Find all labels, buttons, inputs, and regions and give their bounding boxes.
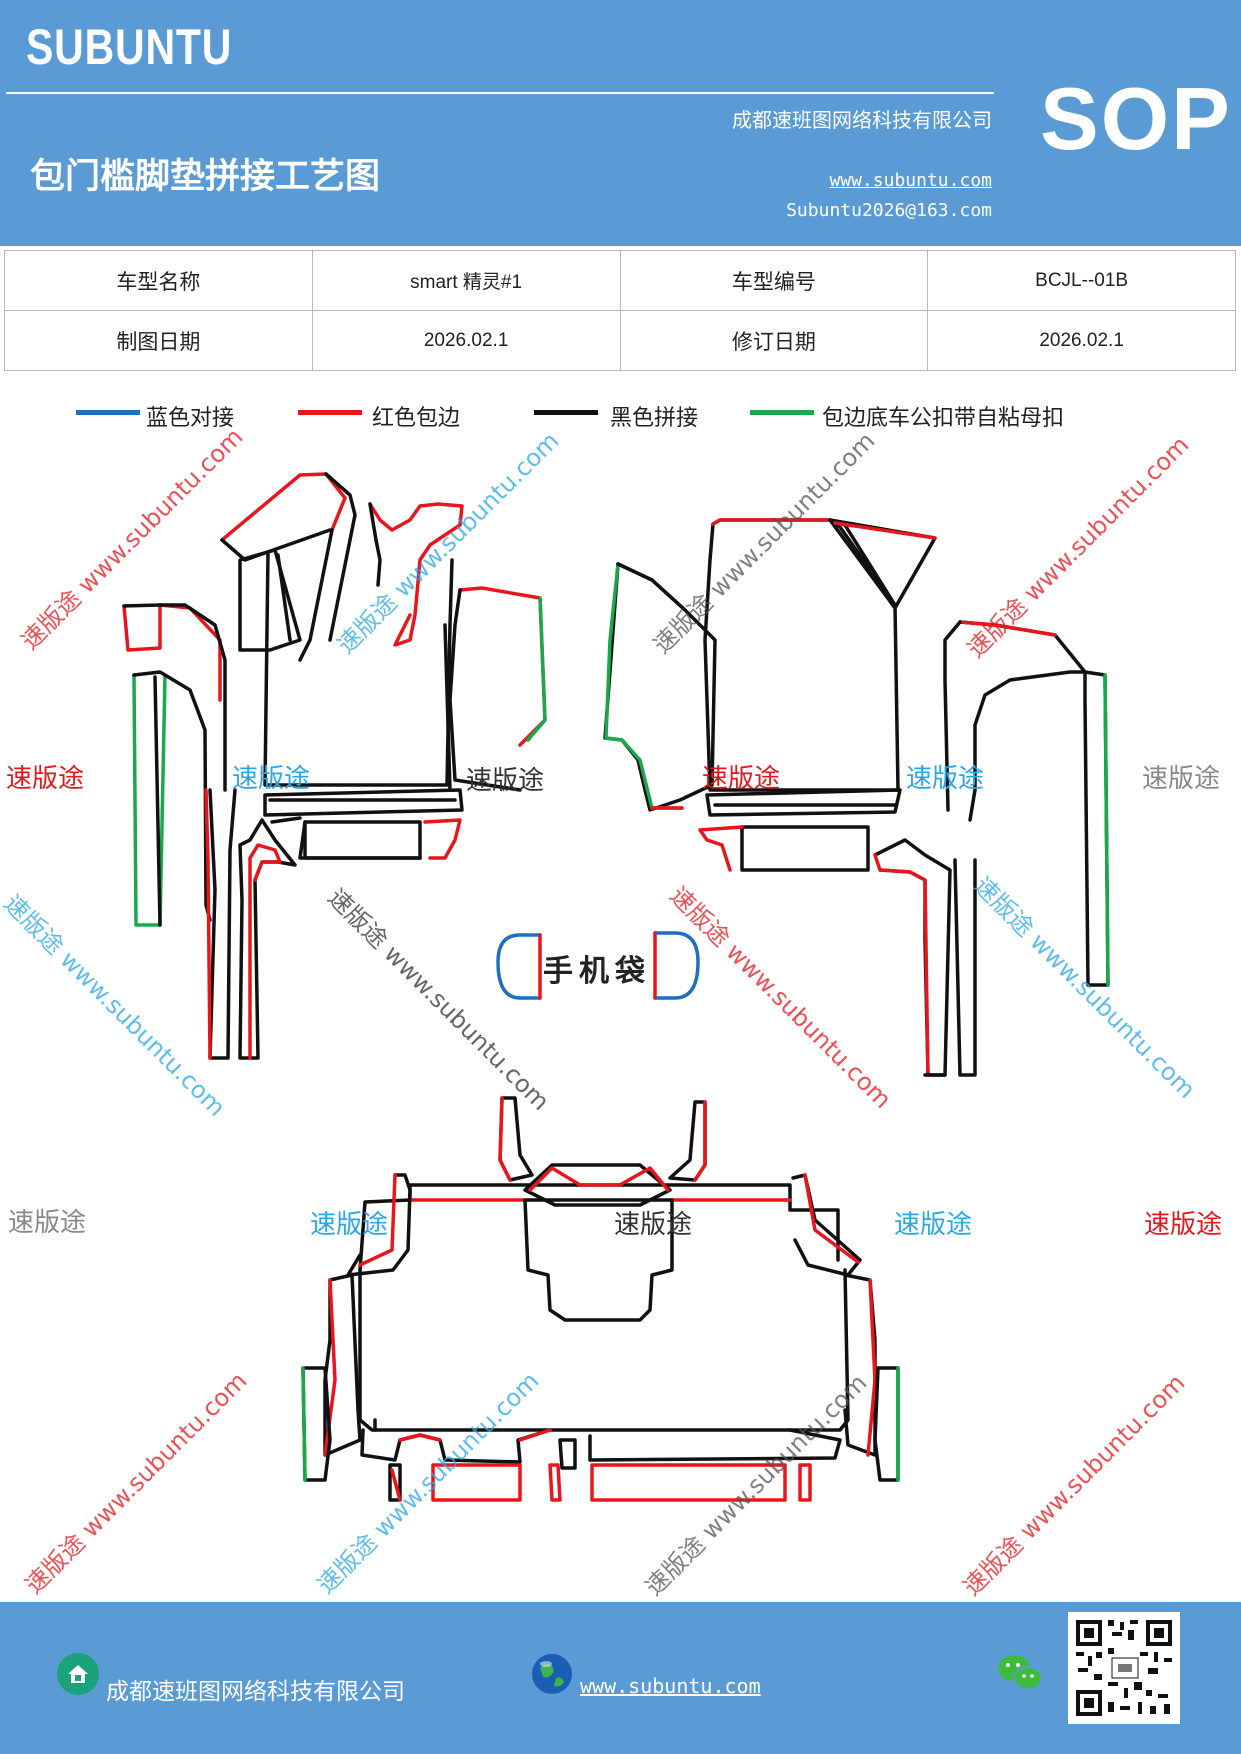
rear-mat: [301, 1096, 900, 1502]
qr-code[interactable]: [1068, 1612, 1180, 1724]
footer-website-link[interactable]: www.subuntu.com: [580, 1674, 761, 1698]
watermark-text: 速版途: [232, 764, 311, 794]
info-table: 车型名称 smart 精灵#1 车型编号 BCJL--01B 制图日期 2026…: [4, 250, 1236, 371]
table-row: 制图日期 2026.02.1 修订日期 2026.02.1: [4, 310, 1236, 371]
watermark-text: 速版途: [906, 764, 985, 794]
home-icon: [56, 1652, 100, 1700]
legend-label-green: 包边底车公扣带自粘母扣: [822, 406, 1065, 431]
email-address[interactable]: Subuntu2026@163.com: [786, 200, 992, 221]
watermark-text: 速版途: [702, 764, 781, 794]
globe-icon: [530, 1652, 574, 1700]
watermark-text: 速版途: [6, 764, 85, 794]
company-name: 成都速班图网络科技有限公司: [732, 108, 992, 132]
draw-date-value: 2026.02.1: [311, 310, 621, 371]
watermark-text: 速版途: [1144, 1210, 1223, 1240]
model-code-value: BCJL--01B: [927, 250, 1236, 311]
legend-label-red: 红色包边: [372, 406, 461, 431]
watermark-text: 速版途: [1142, 764, 1221, 794]
website-link[interactable]: www.subuntu.com: [829, 170, 992, 191]
header-divider: [6, 92, 994, 94]
revise-date-label: 修订日期: [619, 310, 929, 371]
page-title: 包门槛脚垫拼接工艺图: [30, 157, 381, 197]
legend-label-black: 黑色拼接: [610, 406, 699, 431]
watermark-text: 速版途: [466, 766, 545, 796]
model-name-label: 车型名称: [4, 250, 313, 311]
table-row: 车型名称 smart 精灵#1 车型编号 BCJL--01B: [4, 250, 1236, 311]
legend-swatch-black: [534, 410, 598, 415]
right-front-mat: [603, 518, 1110, 1077]
wechat-icon[interactable]: [996, 1652, 1044, 1698]
footer-company: 成都速班图网络科技有限公司: [106, 1679, 405, 1705]
watermark-text: 速版途: [310, 1210, 389, 1240]
legend-swatch-green: [750, 410, 814, 415]
watermark-text: 速版途: [8, 1208, 87, 1238]
header-banner: [0, 0, 1241, 246]
doc-type-label: SOP: [1040, 69, 1232, 168]
revise-date-value: 2026.02.1: [927, 310, 1236, 371]
qr-code-icon: [1074, 1618, 1174, 1718]
legend-swatch-blue: [76, 410, 140, 415]
legend-swatch-red: [298, 410, 362, 415]
phone-pocket: [496, 931, 700, 1000]
model-code-label: 车型编号: [619, 250, 929, 311]
left-front-mat: [122, 472, 547, 1060]
floor-mat-diagram: [122, 472, 1110, 1502]
legend-label-blue: 蓝色对接: [146, 406, 235, 431]
brand-logo: SUBUNTU: [26, 19, 233, 75]
watermark-text: 速版途: [614, 1210, 693, 1240]
watermark-text: 速版途: [894, 1210, 973, 1240]
draw-date-label: 制图日期: [4, 310, 313, 371]
model-name-value: smart 精灵#1: [311, 250, 621, 311]
phone-pocket-label: 手机袋: [543, 954, 651, 989]
